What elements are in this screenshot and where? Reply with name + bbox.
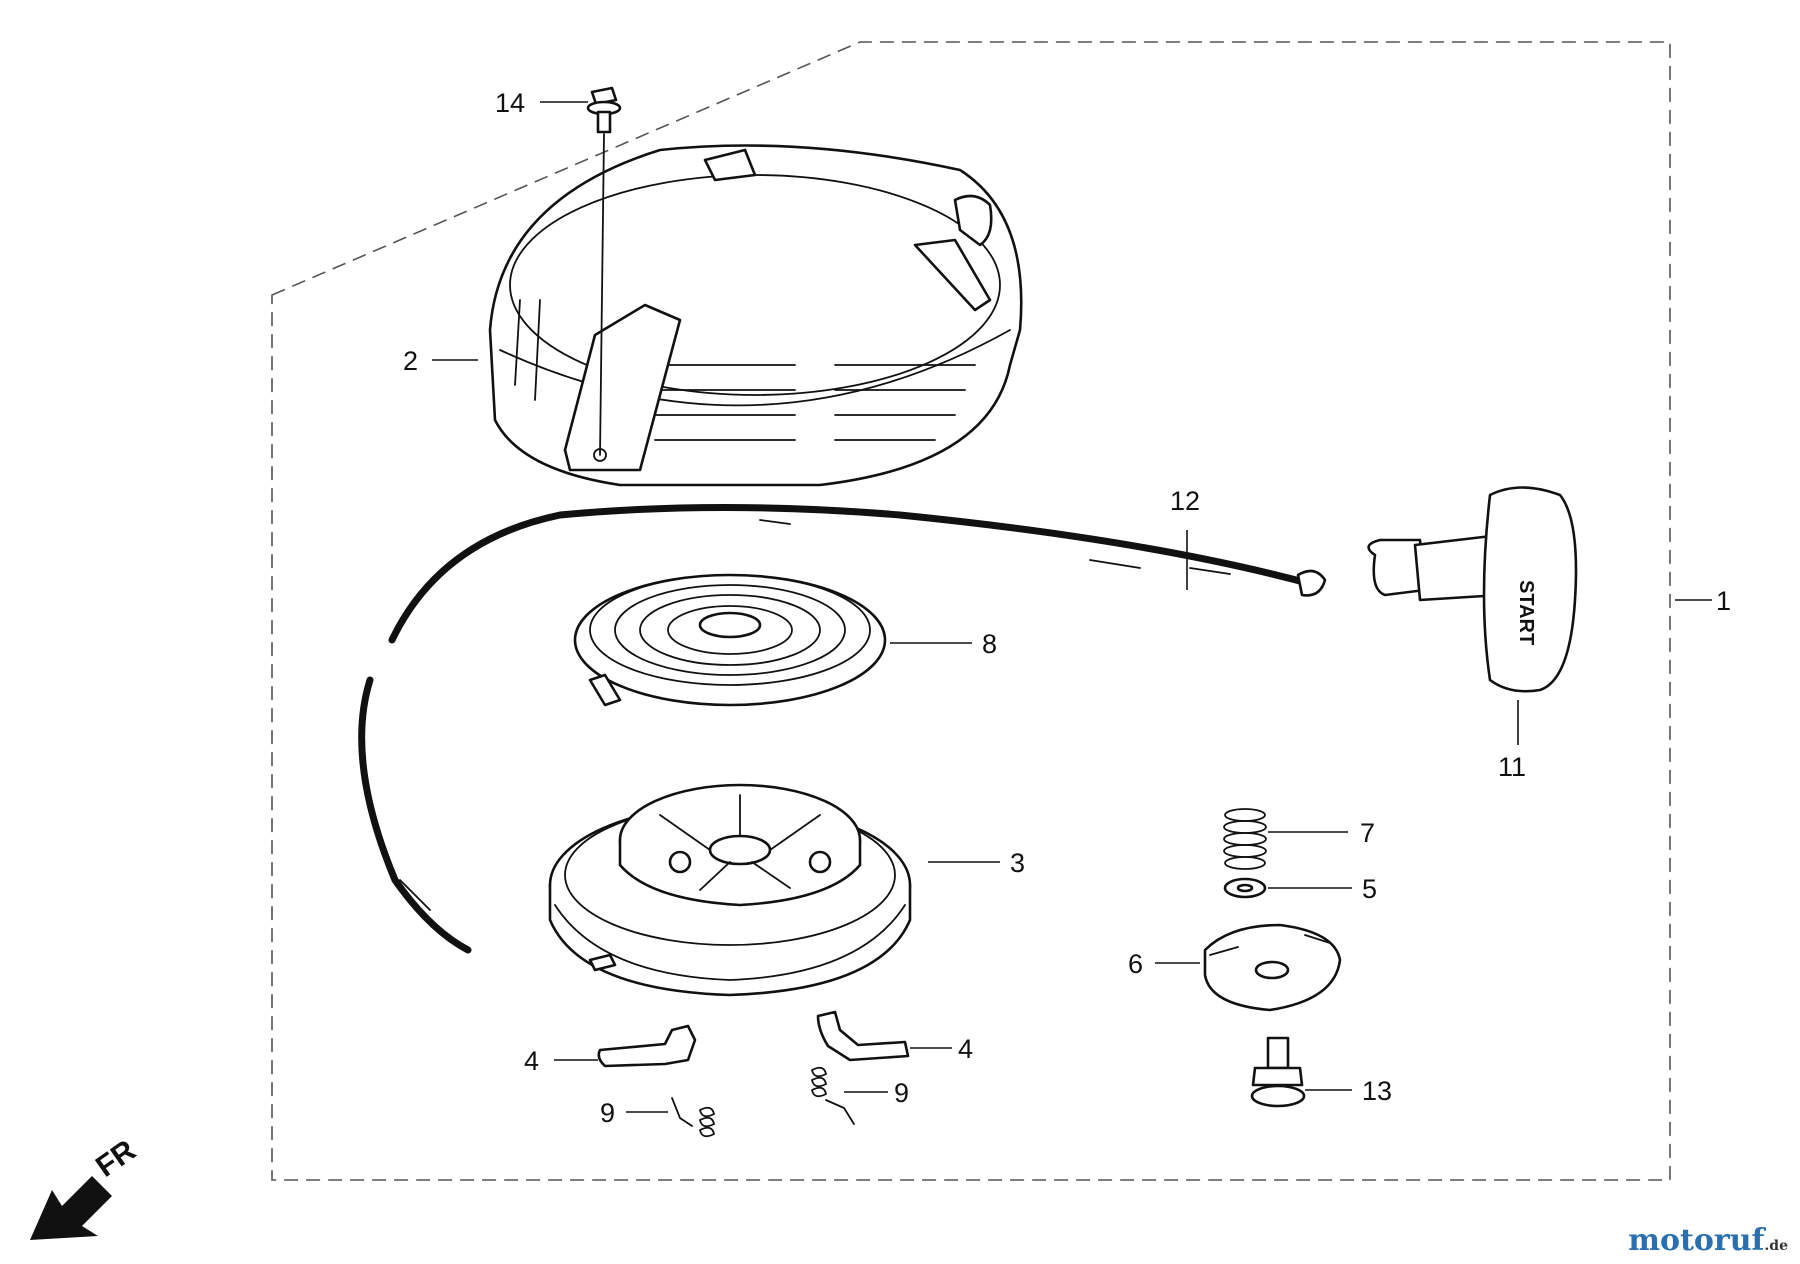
callout-9-right: 9 xyxy=(894,1078,909,1108)
ratchet-left xyxy=(597,1024,697,1068)
washer xyxy=(1223,877,1267,899)
callout-8: 8 xyxy=(982,629,997,659)
friction-plate xyxy=(1203,923,1342,1012)
callout-11: 11 xyxy=(1498,752,1526,782)
watermark-text: motoruf xyxy=(1628,1223,1765,1258)
ratchet-spring-left xyxy=(671,1097,716,1138)
callout-13: 13 xyxy=(1362,1076,1392,1106)
starter-rope xyxy=(358,504,1327,954)
callout-12: 12 xyxy=(1170,486,1200,516)
starter-grip: START xyxy=(1367,486,1578,693)
set-bolt xyxy=(1250,1036,1306,1108)
ratchet-spring-right xyxy=(811,1066,855,1125)
callout-5: 5 xyxy=(1362,874,1377,904)
direction-arrow-icon xyxy=(30,1176,112,1240)
ratchet-right xyxy=(816,1010,910,1062)
callout-4-left: 4 xyxy=(524,1046,539,1076)
leader-lines xyxy=(432,101,1712,1113)
callout-3: 3 xyxy=(1010,848,1025,878)
assembly-boundary xyxy=(271,41,1671,1181)
watermark-logo: motoruf.de xyxy=(1628,1223,1788,1258)
friction-spring xyxy=(1223,808,1267,870)
callout-9-left: 9 xyxy=(600,1098,615,1128)
callout-7: 7 xyxy=(1360,818,1375,848)
callout-1: 1 xyxy=(1716,586,1731,616)
direction-label: FR xyxy=(90,1134,142,1184)
callout-14: 14 xyxy=(495,88,525,118)
callout-6: 6 xyxy=(1128,949,1143,979)
callout-2: 2 xyxy=(403,346,418,376)
flange-bolt xyxy=(586,86,622,456)
callout-4-right: 4 xyxy=(958,1034,973,1064)
starter-reel xyxy=(548,783,912,997)
starter-cover xyxy=(488,144,1023,487)
recoil-spring xyxy=(573,573,887,707)
watermark-suffix: .de xyxy=(1764,1238,1788,1254)
grip-start-text: START xyxy=(1515,580,1537,645)
